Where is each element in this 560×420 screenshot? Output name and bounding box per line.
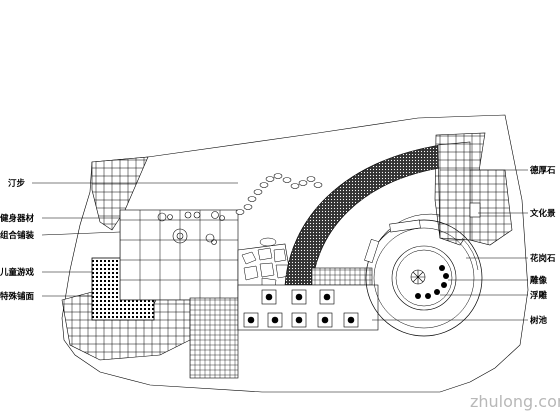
watermark: zhulong.com [470,392,560,411]
label-statue: 雕像 [530,275,548,286]
tree-planter-grid [237,284,379,331]
paving-arc-right [437,141,471,241]
label-relief: 浮雕 [530,290,548,301]
bench-segments [364,219,421,263]
label-culture: 文化景 [530,208,556,219]
cobblestone-area [237,243,293,291]
entrance-paving [91,156,149,231]
label-special-paving: 特殊铺面 [0,291,35,302]
labels-right: 德厚石 文化景 花岗石 雕像 浮雕 树池 [530,165,556,326]
label-combined-paving: 组合铺装 [0,230,35,241]
label-stepping-stones: 汀步 [8,178,26,189]
arc-stone-wall [284,144,441,286]
circular-plaza [365,213,483,337]
special-paving [189,297,239,379]
label-children-play: 儿童游戏 [0,267,35,278]
stepping-stones [235,173,323,215]
leaders-right [372,169,528,321]
leaders-left [32,182,238,297]
stone-bed [311,267,373,287]
labels-left: 汀步 健身器材 组合铺装 儿童游戏 特殊铺面 [0,178,35,302]
site-boundary [61,114,529,393]
culture-wall [469,202,481,218]
label-stone: 德厚石 [530,165,556,176]
fitness-equipment [157,211,225,245]
relief-dots [415,265,449,299]
label-granite: 花岗石 [530,253,556,264]
label-fitness: 健身器材 [0,213,35,224]
fitness-plaza [119,209,239,301]
statue [410,269,426,285]
label-tree-pit: 树池 [530,315,548,326]
